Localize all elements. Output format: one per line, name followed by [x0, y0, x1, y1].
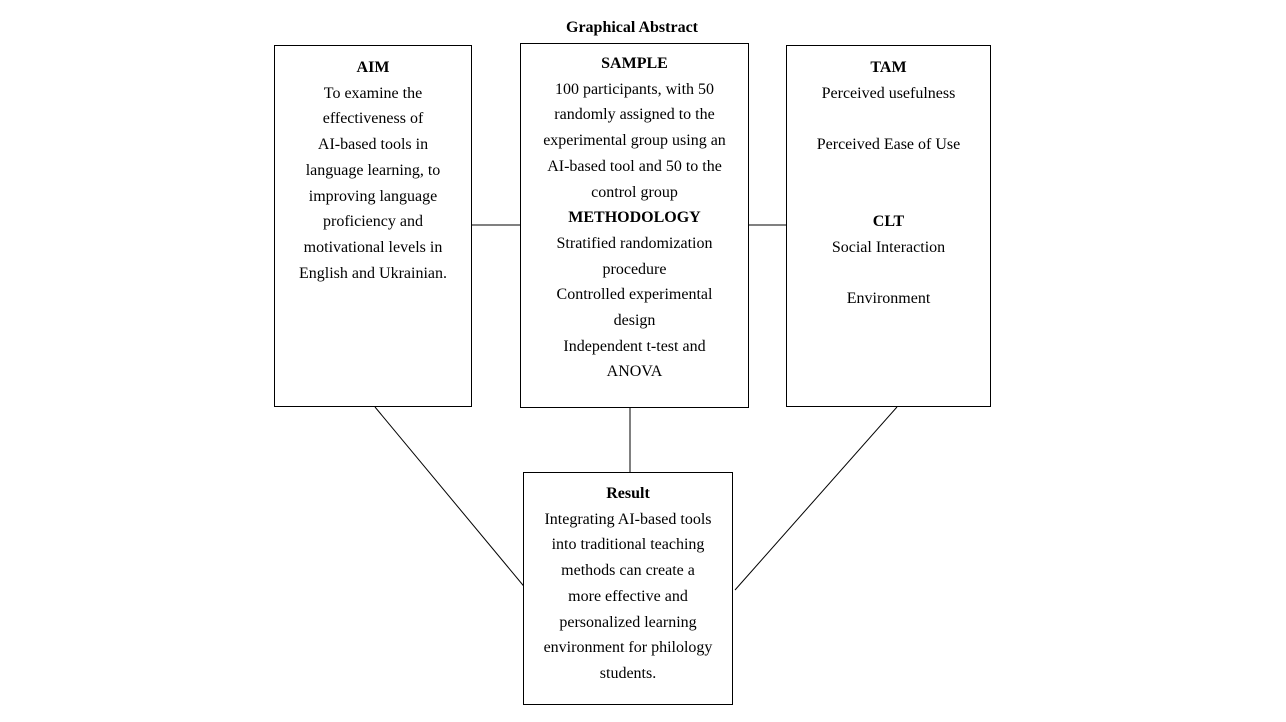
aim-line: AI-based tools in [317, 136, 429, 154]
methodology-line: Independent t-test and [563, 337, 706, 355]
methodology-line: procedure [602, 260, 667, 278]
result-line: more effective and [568, 587, 688, 605]
theory-box: TAM Perceived usefulness Perceived Ease … [786, 45, 991, 407]
diagram-title: Graphical Abstract [566, 19, 698, 36]
methodology-heading: METHODOLOGY [568, 209, 701, 227]
clt-heading: CLT [872, 213, 905, 231]
sample-line: AI-based tool and 50 to the [547, 157, 722, 175]
result-line: environment for philology [543, 639, 713, 657]
aim-line: To examine the [323, 84, 423, 102]
result-line: methods can create a [561, 562, 695, 580]
aim-line: English and Ukrainian. [299, 264, 447, 282]
aim-box: AIM To examine the effectiveness of AI-b… [274, 45, 472, 407]
sample-line: control group [591, 183, 678, 201]
aim-heading: AIM [356, 59, 390, 76]
aim-line: improving language [308, 187, 438, 205]
aim-line: proficiency and [323, 213, 423, 231]
result-box: Result Integrating AI-based tools into t… [523, 472, 733, 705]
result-line: into traditional teaching [551, 536, 705, 554]
sample-line: 100 participants, with 50 [554, 80, 715, 98]
methodology-line: Stratified randomization [556, 234, 713, 252]
methodology-line: Controlled experimental [556, 286, 713, 304]
sample-line: randomly assigned to the [554, 106, 715, 124]
result-line: personalized learning [559, 613, 697, 631]
aim-line: motivational levels in [303, 238, 443, 256]
aim-line: language learning, to [305, 161, 441, 179]
tam-heading: TAM [870, 59, 907, 76]
result-line: Integrating AI-based tools [544, 510, 712, 528]
sample-heading: SAMPLE [601, 55, 668, 72]
clt-item: Social Interaction [831, 238, 946, 256]
tam-item: Perceived Ease of Use [816, 136, 961, 154]
tam-item: Perceived usefulness [821, 84, 956, 102]
aim-line: effectiveness of [322, 110, 424, 128]
clt-item: Environment [846, 290, 931, 308]
connector-aim-result [374, 406, 528, 591]
methodology-line: ANOVA [606, 363, 663, 381]
connector-theory-result [734, 406, 898, 591]
methodology-line: design [613, 312, 656, 330]
sample-methodology-box: SAMPLE 100 participants, with 50 randoml… [520, 43, 749, 408]
sample-line: experimental group using an [543, 132, 726, 150]
result-line: students. [599, 664, 657, 682]
result-heading: Result [606, 485, 650, 502]
